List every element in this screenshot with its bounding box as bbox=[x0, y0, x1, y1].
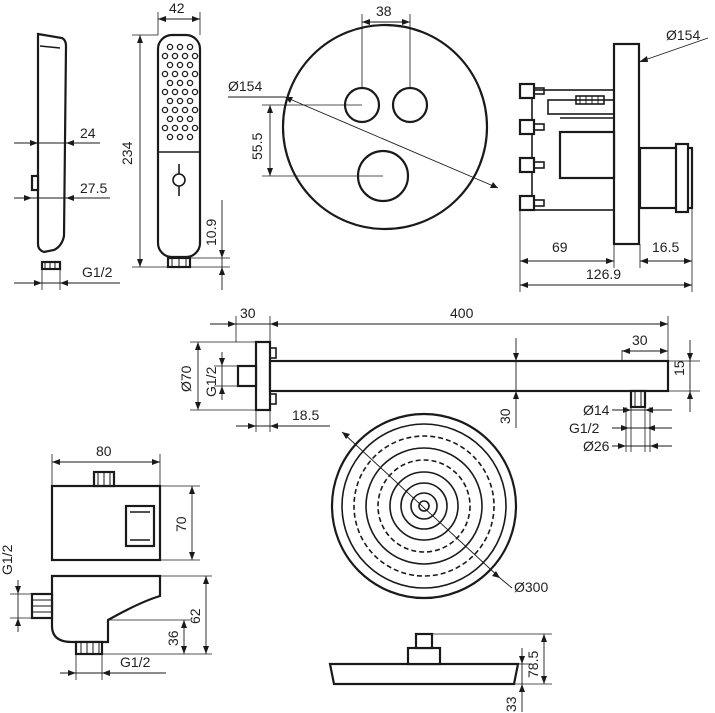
spray-selector-icon bbox=[172, 164, 186, 196]
dim-hand-side-depth: 24 bbox=[80, 125, 96, 141]
dim-thermo-spacing: 38 bbox=[376, 3, 392, 19]
dim-arm-tip: 30 bbox=[632, 332, 648, 348]
dim-arm-flange-diameter: Ø70 bbox=[178, 365, 194, 392]
dim-hand-side-body: 27.5 bbox=[80, 180, 107, 196]
dim-thermo-height: 55.5 bbox=[249, 133, 265, 160]
nozzle-grid bbox=[161, 43, 199, 141]
thermostat-front-view bbox=[228, 14, 499, 231]
dim-outlet-offset: 36 bbox=[165, 630, 181, 646]
overhead-shower-top-view bbox=[330, 412, 518, 600]
dim-arm-outlet-diameter: Ø14 bbox=[583, 402, 610, 418]
dim-arm-length: 400 bbox=[450, 305, 474, 321]
hand-shower-side-view bbox=[14, 32, 120, 290]
dim-arm-wall: 18.5 bbox=[292, 407, 319, 423]
dim-outlet-thread-left: G1/2 bbox=[0, 544, 15, 575]
dim-outlet-total: 62 bbox=[187, 608, 203, 624]
dim-thermo-side-total: 126.9 bbox=[586, 266, 621, 282]
dim-arm-flange: 30 bbox=[240, 305, 256, 321]
dim-hand-front-width: 42 bbox=[169, 0, 185, 16]
dim-outlet-width: 80 bbox=[96, 443, 112, 459]
dim-arm-thread: G1/2 bbox=[203, 366, 219, 397]
wall-outlet bbox=[10, 454, 212, 680]
dim-hand-front-length: 234 bbox=[119, 141, 135, 165]
dim-overhead-plate: 33 bbox=[503, 696, 519, 712]
dim-thermo-side-handle: 16.5 bbox=[652, 239, 679, 255]
overhead-shower-side-view bbox=[328, 632, 552, 712]
dim-overhead-height: 78.5 bbox=[525, 651, 541, 678]
dim-outlet-height: 70 bbox=[173, 516, 189, 532]
dim-arm-tube: 15 bbox=[671, 360, 687, 376]
dim-arm-outlet-outer: Ø26 bbox=[583, 438, 610, 454]
dim-arm-outlet-thread: G1/2 bbox=[569, 420, 600, 436]
shower-arm bbox=[190, 316, 700, 452]
valve-ports bbox=[518, 82, 605, 212]
dim-thermo-diameter: Ø154 bbox=[228, 78, 262, 94]
dim-hand-front-connector: 10.9 bbox=[203, 219, 219, 246]
hand-shower-front-view bbox=[132, 12, 230, 290]
dim-thermo-side-plate: Ø154 bbox=[666, 27, 700, 43]
dim-thermo-side-body: 69 bbox=[552, 239, 568, 255]
thermostat-side-view bbox=[518, 37, 709, 292]
dim-hand-side-thread: G1/2 bbox=[82, 264, 113, 280]
dim-outlet-thread-bottom: G1/2 bbox=[120, 654, 151, 670]
dim-arm-height: 30 bbox=[497, 408, 513, 424]
dim-overhead-diameter: Ø300 bbox=[514, 579, 548, 595]
